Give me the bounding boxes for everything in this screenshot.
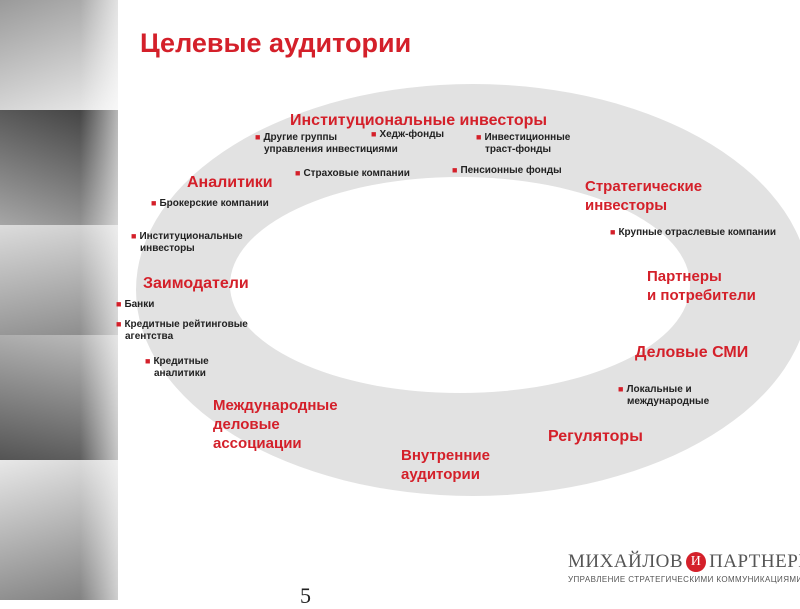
page-number: 5 — [300, 583, 311, 609]
item-institutional-investors: ■Институциональные инвесторы — [131, 230, 243, 255]
logo-mark-icon: И — [686, 552, 706, 572]
group-lenders: Заимодатели — [143, 274, 249, 294]
item-banks: ■Банки — [116, 298, 154, 311]
group-regulators: Регуляторы — [548, 427, 643, 447]
item-insurance-companies: ■Страховые компании — [295, 167, 410, 180]
item-large-companies: ■Крупные отраслевые компании — [610, 226, 776, 239]
item-pension-funds: ■Пенсионные фонды — [452, 164, 562, 177]
item-hedge-funds: ■Хедж-фонды — [371, 128, 444, 141]
item-local-international: ■Локальные и международные — [618, 383, 709, 408]
item-brokerage-companies: ■Брокерские компании — [151, 197, 269, 210]
item-credit-analysts: ■Кредитные аналитики — [145, 355, 209, 380]
company-logo: МИХАЙЛОВИПАРТНЕРЫ УПРАВЛЕНИЕ СТРАТЕГИЧЕС… — [568, 551, 794, 584]
item-rating-agencies: ■Кредитные рейтинговые агентства — [116, 318, 248, 343]
group-analysts: Аналитики — [187, 173, 273, 193]
group-business-media: Деловые СМИ — [635, 343, 748, 363]
item-investment-trusts: ■Инвестиционные траст-фонды — [476, 131, 570, 156]
